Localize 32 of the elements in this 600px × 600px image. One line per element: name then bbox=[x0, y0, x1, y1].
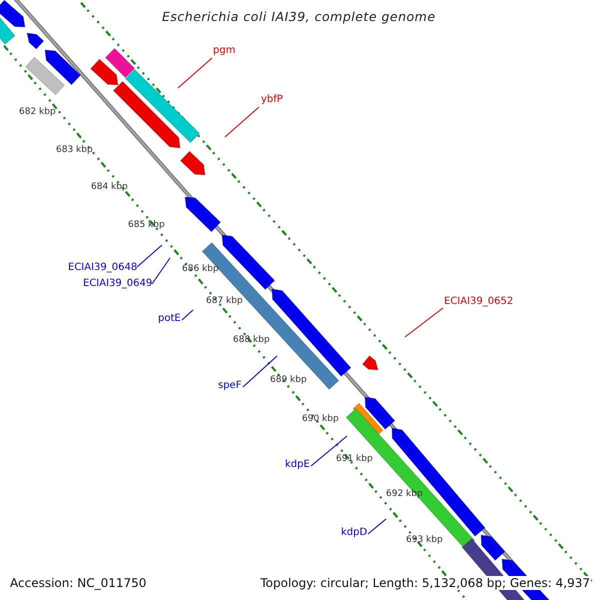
gene-label: ECIAI39_0652 bbox=[444, 297, 514, 307]
scale-label: 688 kbp bbox=[233, 336, 270, 345]
gene-label: pgm bbox=[213, 46, 236, 56]
gene-label: kdpD bbox=[341, 528, 368, 538]
scale-label: 686 kbp bbox=[182, 265, 219, 274]
gene-label: ECIAI39_0648 bbox=[68, 263, 138, 273]
scale-label: 682 kbp bbox=[19, 108, 56, 117]
title: Escherichia coli IAI39, complete genome bbox=[162, 11, 436, 24]
genome-summary: Topology: circular; Length: 5,132,068 bp; Genes: 4,937 bbox=[259, 576, 591, 590]
leader-line bbox=[368, 518, 386, 534]
leader-line bbox=[152, 258, 170, 284]
leader-line bbox=[136, 244, 162, 268]
gene-label: potE bbox=[158, 314, 181, 324]
leader-line bbox=[310, 436, 348, 466]
leader-line bbox=[178, 58, 212, 88]
scale-label: 684 kbp bbox=[91, 183, 128, 192]
scale-label: 690 kbp bbox=[302, 415, 339, 424]
gene-label: ybfP bbox=[261, 95, 283, 105]
gene-label: ECIAI39_0649 bbox=[83, 279, 152, 289]
scale-label: 687 kbp bbox=[206, 297, 243, 306]
scale-label: 689 kbp bbox=[270, 376, 307, 385]
leader-line bbox=[404, 308, 444, 338]
scale-label: 685 kbp bbox=[128, 221, 165, 230]
scale-label: 691 kbp bbox=[336, 455, 373, 464]
leader-line bbox=[224, 106, 260, 138]
leader-line bbox=[182, 310, 194, 320]
scale-label: 693 kbp bbox=[406, 536, 443, 545]
accession-text: Accession: NC_011750 bbox=[9, 576, 148, 590]
leader-line bbox=[242, 356, 278, 388]
gene-label: kdpE bbox=[285, 460, 310, 470]
gene-label: speF bbox=[218, 381, 242, 391]
scale-label: 683 kbp bbox=[56, 146, 93, 155]
